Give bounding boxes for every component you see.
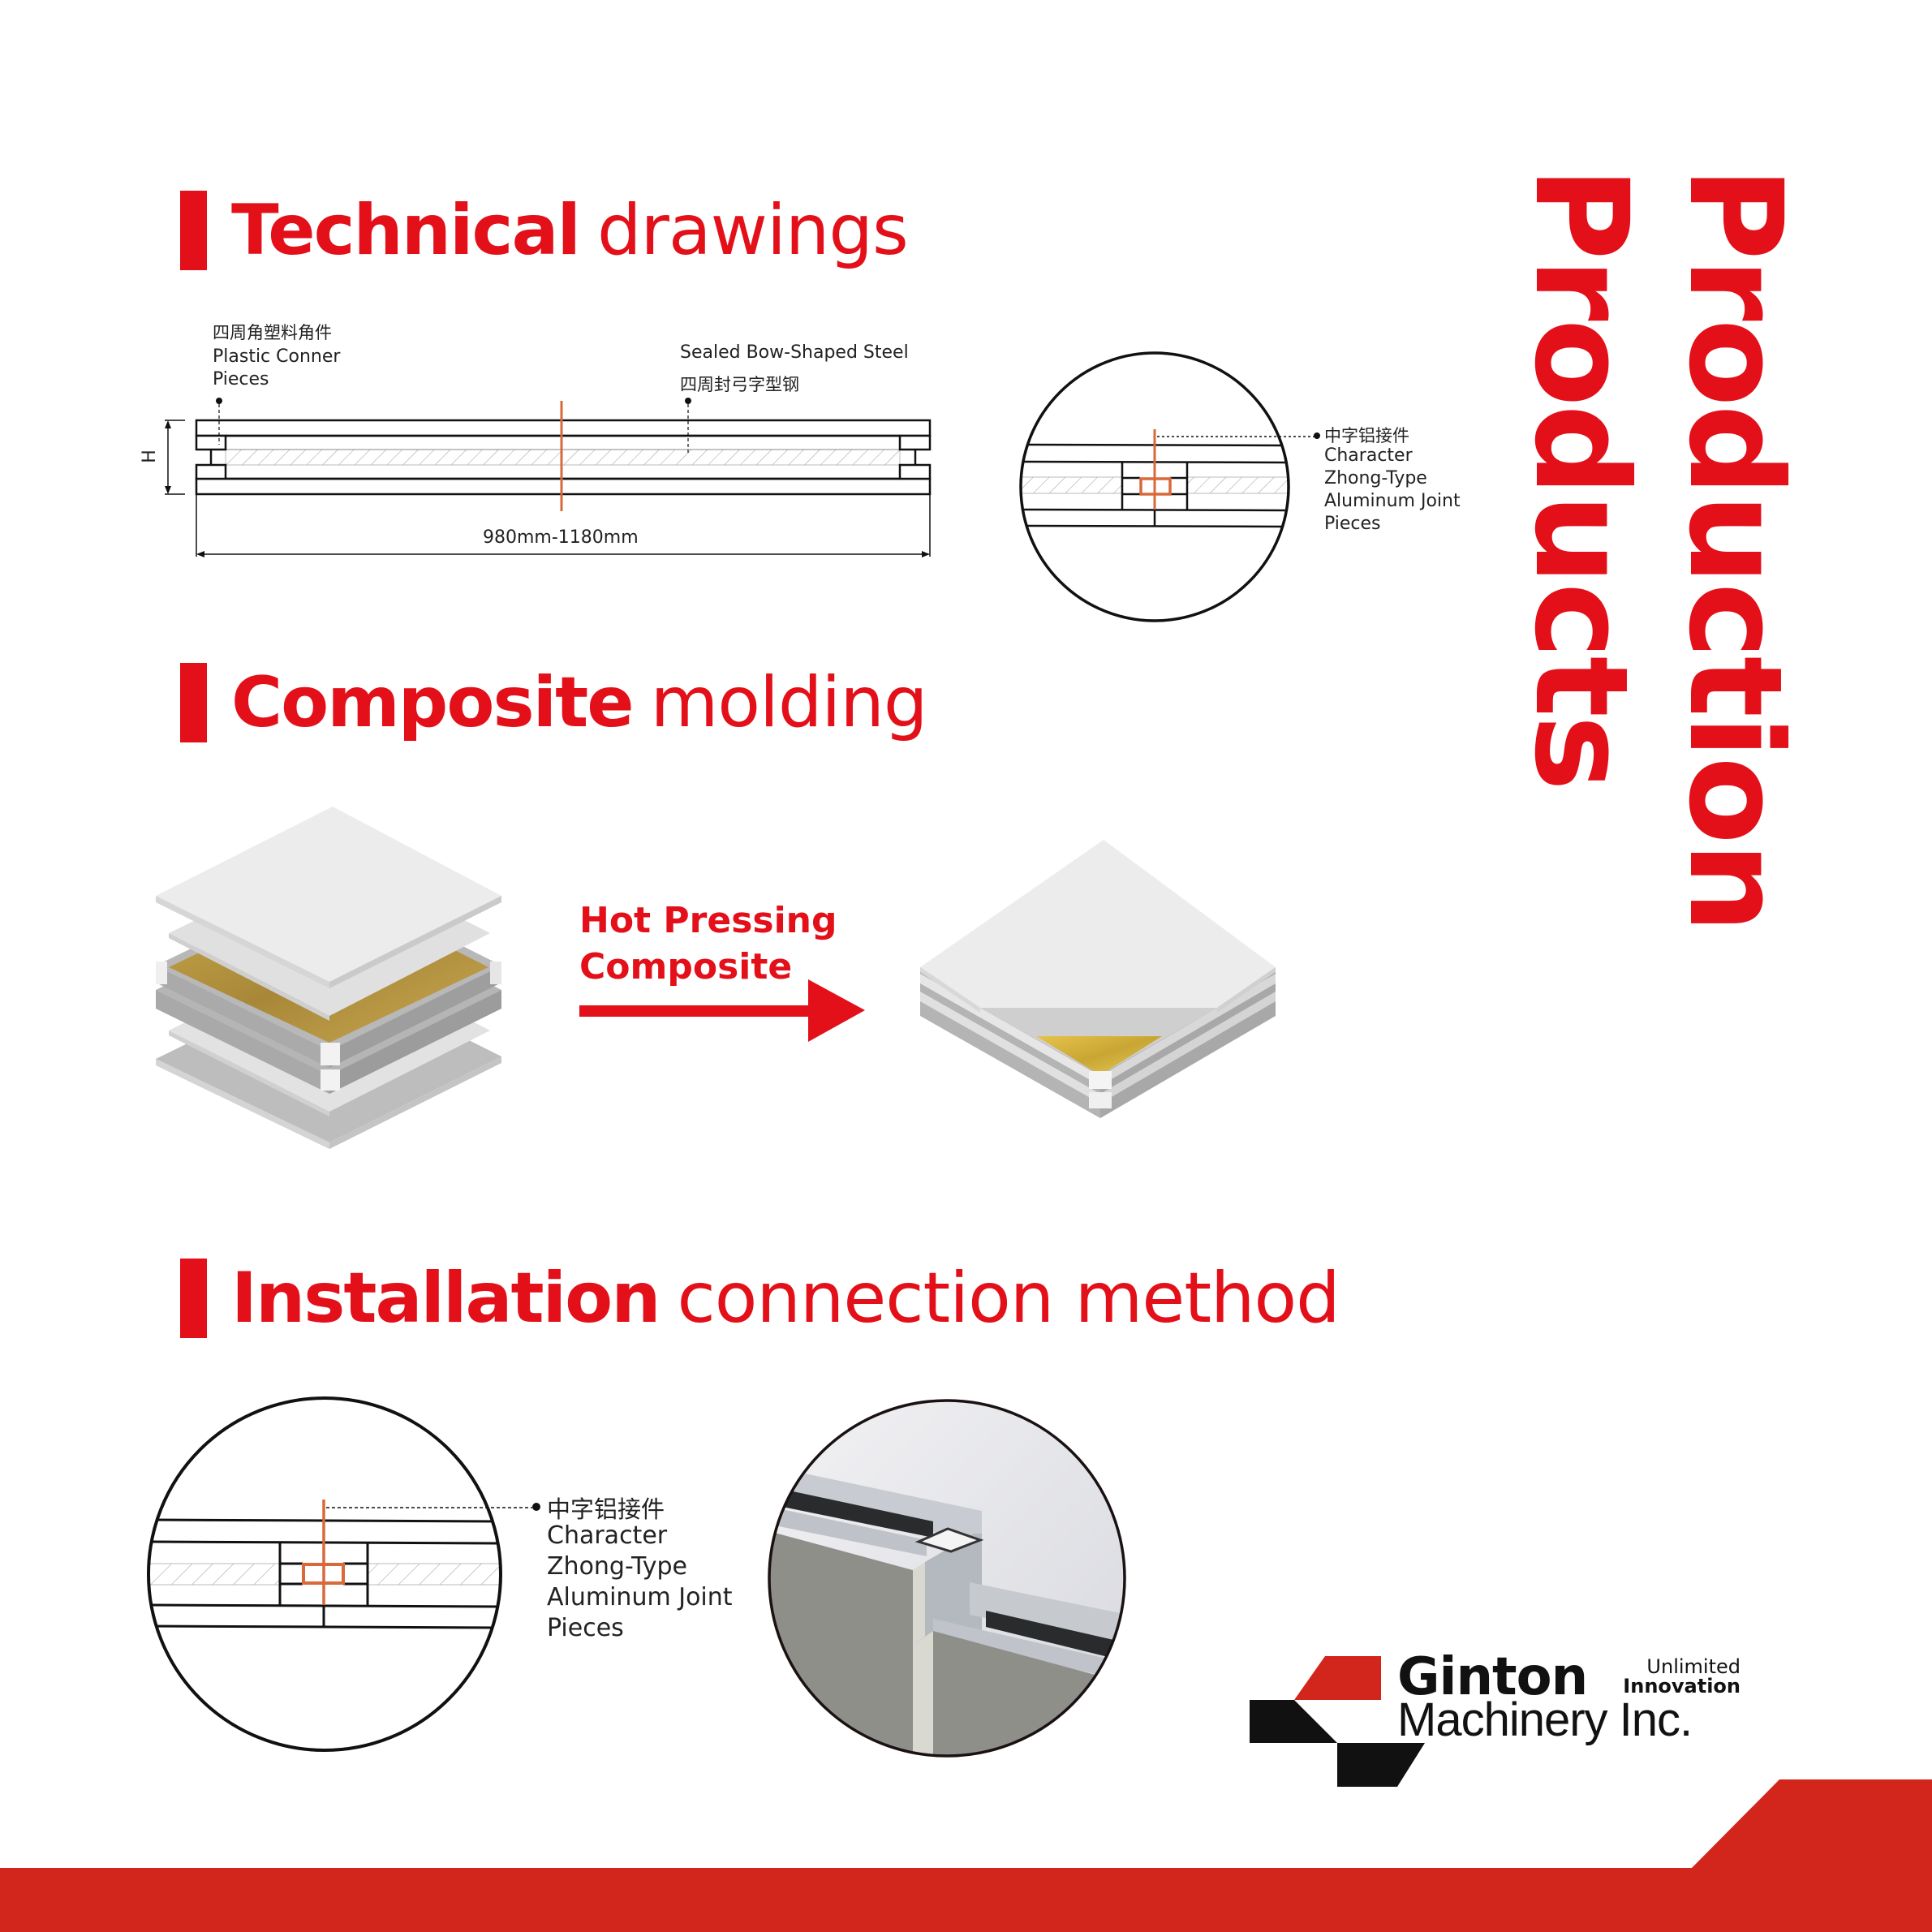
install-detail-label-en-4: Pieces <box>547 1614 624 1642</box>
title-bold: Installation <box>231 1258 660 1339</box>
footer-band <box>0 1779 1932 1932</box>
section-title-technical-drawings: Technical drawings <box>180 190 909 271</box>
bow-steel-label-en: Sealed Bow-Shaped Steel <box>680 342 909 363</box>
logo-tagline-1: Unlimited <box>1646 1655 1741 1678</box>
section-title-installation-connection-method: Installation connection method <box>180 1258 1340 1339</box>
width-dimension-label: 980mm-1180mm <box>483 527 639 548</box>
plastic-corner-label-zh: 四周角塑料角件 <box>213 323 332 342</box>
title-bold: Composite <box>231 662 635 743</box>
detail-label-en-2: Zhong-Type <box>1324 468 1427 488</box>
process-label-line2: Composite <box>579 946 793 988</box>
install-detail-label-zh: 中字铝接件 <box>547 1495 665 1523</box>
detail-label-en-1: Character <box>1324 445 1413 466</box>
joint-detail-circle-large <box>147 1396 540 1752</box>
title-accent-bar <box>180 663 207 742</box>
logo-name: Ginton <box>1397 1647 1588 1707</box>
logo-subtitle: Machinery Inc. <box>1397 1693 1693 1746</box>
exploded-panel-layers-illustration <box>156 807 501 1149</box>
title-light: molding <box>650 662 928 743</box>
installation-render-circle <box>768 1399 1126 1758</box>
process-label-line1: Hot Pressing <box>579 900 837 941</box>
height-dimension-label: H <box>139 450 160 463</box>
detail-label-en-4: Pieces <box>1324 514 1381 534</box>
joint-detail-circle-small <box>1019 351 1320 622</box>
title-light: connection method <box>677 1258 1340 1339</box>
title-accent-bar <box>180 1259 207 1338</box>
detail-label-zh: 中字铝接件 <box>1324 426 1409 445</box>
vertical-title-production: Production <box>1660 166 1809 932</box>
install-detail-label-en-2: Zhong-Type <box>547 1552 687 1581</box>
plastic-corner-label-en-2: Pieces <box>213 369 269 389</box>
section-title-composite-molding: Composite molding <box>180 662 927 743</box>
logo-tagline-2: Innovation <box>1623 1675 1741 1697</box>
install-detail-label-en-1: Character <box>547 1521 668 1550</box>
panel-cross-section-drawing <box>165 398 932 557</box>
finished-composite-panel-illustration <box>920 840 1276 1118</box>
plastic-corner-label-en-1: Plastic Conner <box>213 346 341 367</box>
bow-steel-label-zh: 四周封弓字型钢 <box>680 375 799 394</box>
title-accent-bar <box>180 191 207 270</box>
title-light: drawings <box>596 190 909 271</box>
install-detail-label-en-3: Aluminum Joint <box>547 1583 733 1611</box>
arrow-right-icon <box>579 979 865 1042</box>
title-bold: Technical <box>231 190 581 271</box>
detail-label-en-3: Aluminum Joint <box>1324 491 1461 511</box>
ginton-logo-mark <box>1250 1656 1425 1787</box>
vertical-title-products: Products <box>1506 166 1655 790</box>
